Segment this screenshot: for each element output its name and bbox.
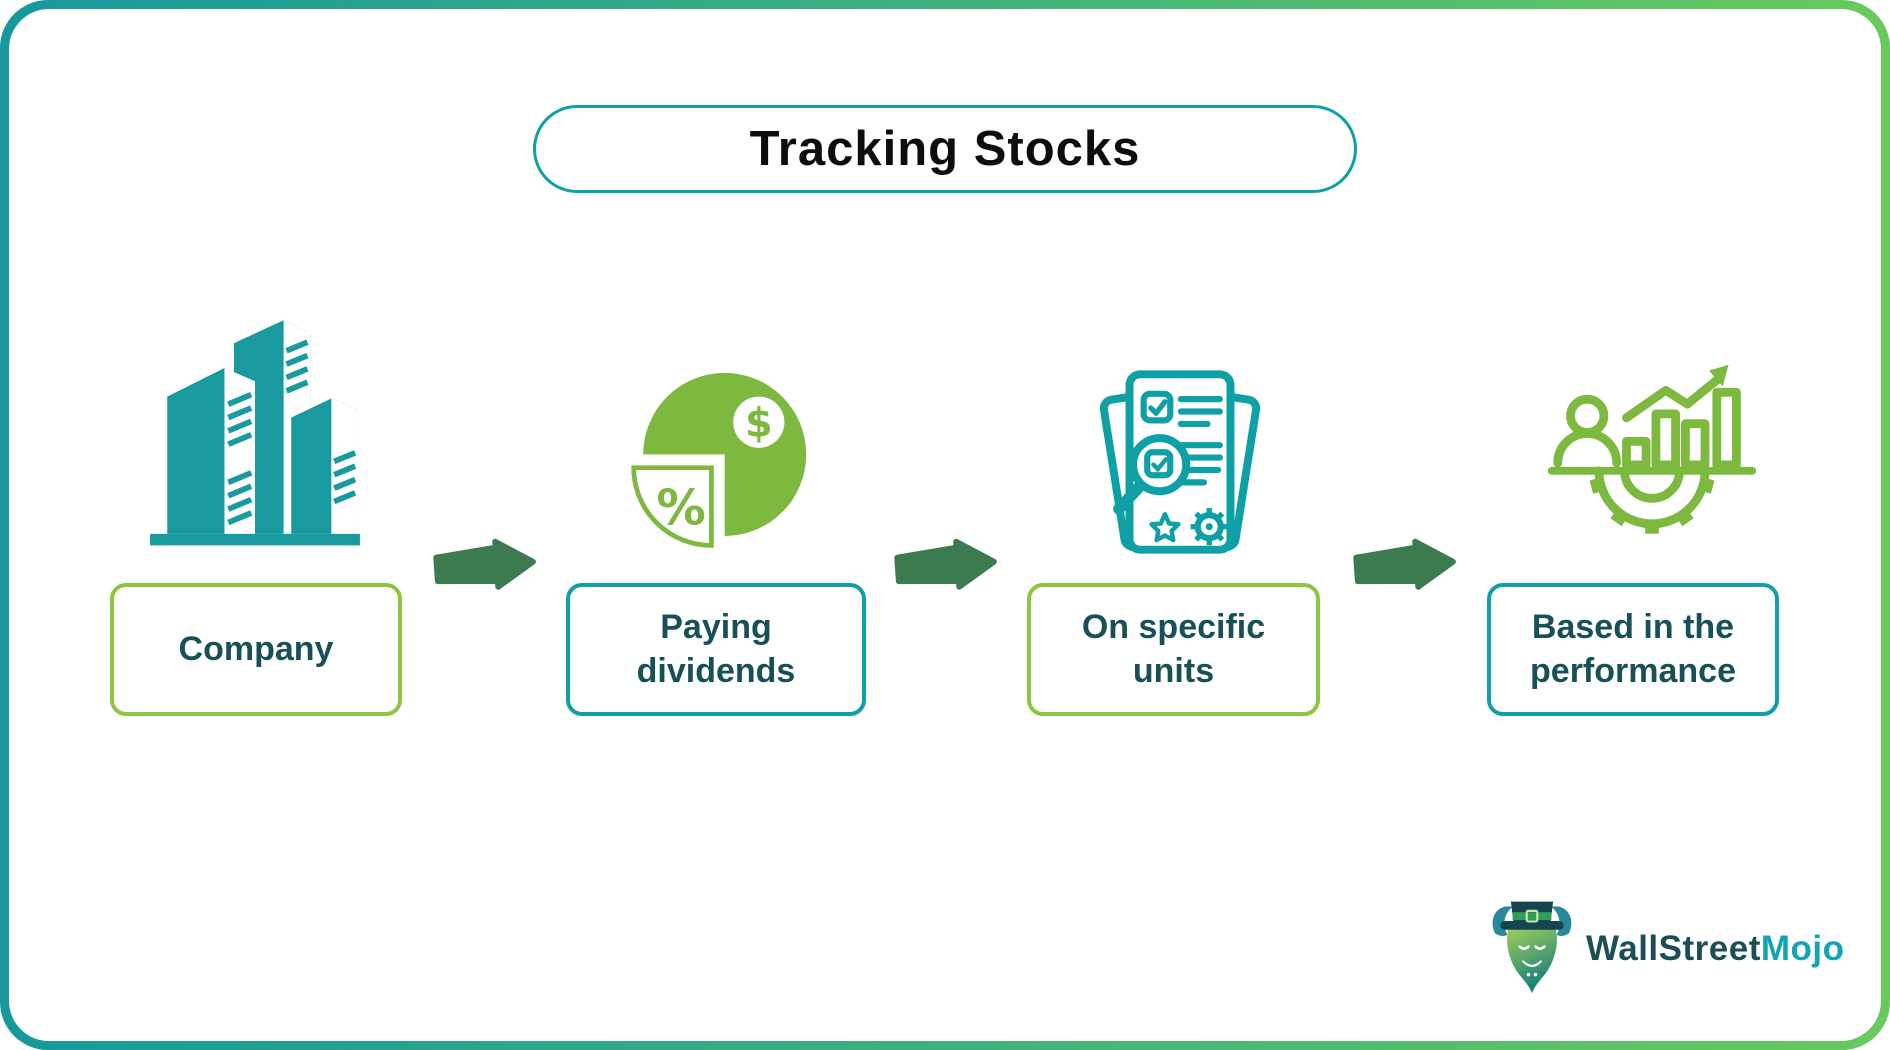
dollar-symbol: $: [745, 400, 773, 446]
brand-logo: WallStreetMojo: [1488, 898, 1845, 1000]
step-label: Paying dividends: [636, 607, 796, 690]
dividends-pie-icon: $ %: [628, 371, 810, 558]
step-box-based-in-performance: Based in the performance: [1487, 583, 1779, 716]
performance-gear-icon: [1544, 353, 1760, 574]
step-label: Company: [178, 629, 334, 668]
arrow-right-icon-1: [430, 533, 542, 598]
buildings-icon: [140, 305, 370, 558]
brand-name-secondary: Mojo: [1760, 929, 1845, 968]
page-title-text: Tracking Stocks: [749, 122, 1141, 176]
step-box-paying-dividends: Paying dividends: [566, 583, 866, 716]
brand-name: WallStreetMojo: [1586, 929, 1845, 969]
page-title: Tracking Stocks: [533, 105, 1357, 193]
brand-name-primary: WallStreet: [1586, 929, 1761, 968]
document-review-icon: [1087, 358, 1273, 571]
infographic-canvas: Tracking Stocks: [9, 9, 1881, 1041]
step-label: On specific units: [1081, 607, 1266, 690]
step-box-company: Company: [110, 583, 402, 716]
step-label: Based in the performance: [1530, 607, 1736, 690]
arrow-right-icon-2: [891, 533, 1003, 598]
step-box-on-specific-units: On specific units: [1027, 583, 1320, 716]
percent-symbol: %: [656, 479, 705, 537]
arrow-right-icon-3: [1350, 533, 1462, 598]
bull-mascot-icon: [1488, 898, 1576, 1000]
